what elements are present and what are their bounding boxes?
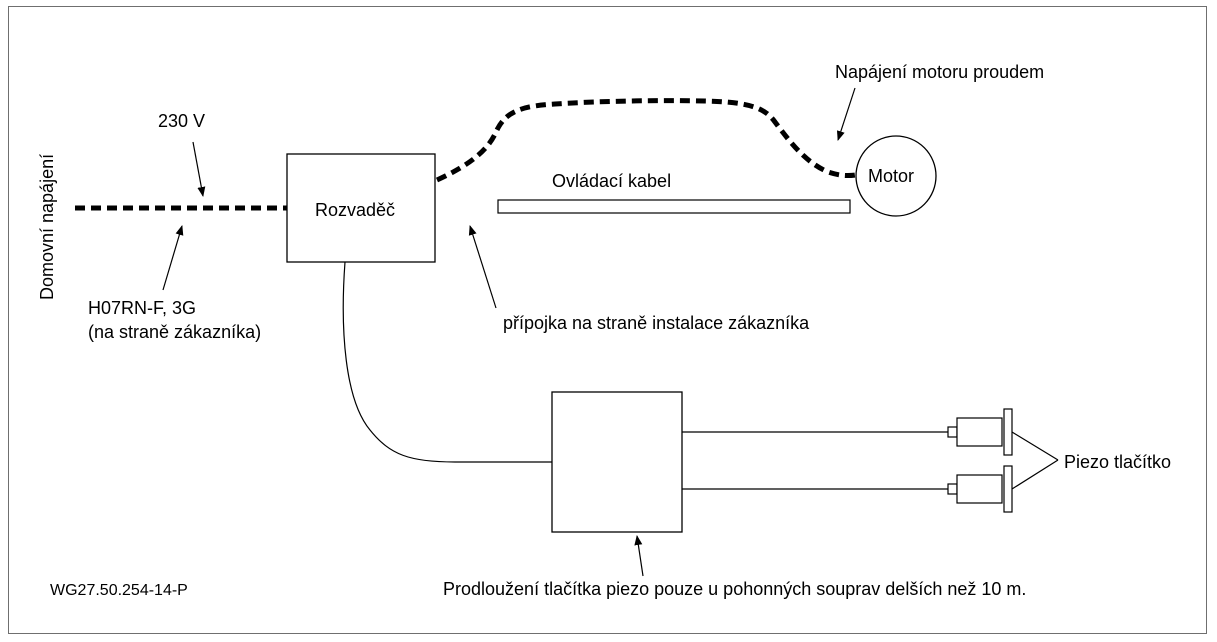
control-cable-bar <box>497 199 851 214</box>
extension-note-label: Prodloužení tlačítka piezo pouze u pohon… <box>443 579 1027 599</box>
voltage-label: 230 V <box>158 111 206 131</box>
motor-label: Motor <box>868 166 915 186</box>
voltage-arrow <box>192 141 206 197</box>
piezo-button-1 <box>947 408 1013 456</box>
cable-type-arrow <box>162 225 184 291</box>
customer-connection-arrow <box>468 225 497 309</box>
diagram-frame <box>8 6 1207 634</box>
cable-type-label-1: H07RN-F, 3G <box>88 298 197 318</box>
motor-power-label: Napájení motoru proudem <box>835 62 1045 82</box>
motor-circle <box>855 135 937 217</box>
piezo-button-label: Piezo tlačítko <box>1064 452 1172 472</box>
drawing-id-label: WG27.50.254-14-P <box>50 582 188 599</box>
house-supply-label: Domovní napájení <box>37 153 57 300</box>
motor-power-arrow <box>836 87 856 141</box>
extension-box <box>551 391 683 533</box>
control-cable-label: Ovládací kabel <box>552 171 672 191</box>
piezo-pointer-2 <box>1011 459 1059 490</box>
switchboard-label: Rozvaděč <box>315 200 396 220</box>
motor-power-cable <box>435 98 857 183</box>
piezo-button-2 <box>947 465 1013 513</box>
extension-note-arrow <box>634 535 644 577</box>
cable-type-label-2: (na straně zákazníka) <box>88 322 262 342</box>
extension-cable <box>342 261 552 463</box>
switchboard-box <box>286 153 436 263</box>
customer-connection-label: přípojka na straně instalace zákazníka <box>503 313 810 333</box>
piezo-pointer-1 <box>1011 431 1059 461</box>
